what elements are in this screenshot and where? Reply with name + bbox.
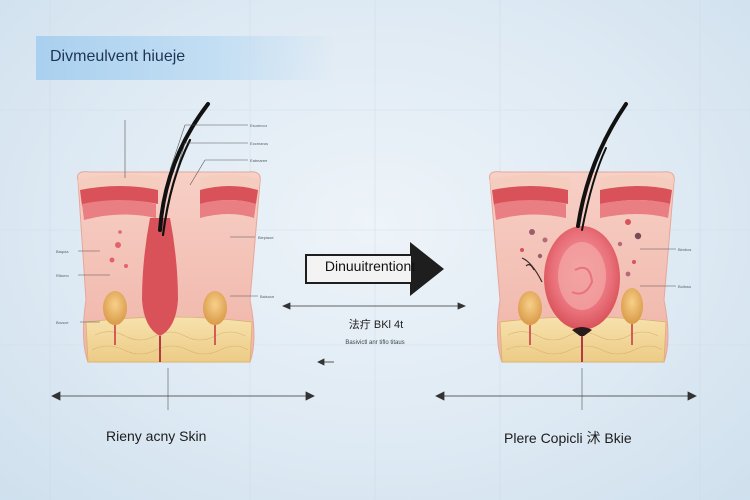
right-label-1: Bimbos [678, 247, 692, 252]
center-caption: 法疔 BKl 4t [348, 319, 404, 331]
arrow-label: Dinuuitrentiont [324, 258, 416, 274]
page-title: Divmeulvent hiueje [50, 48, 186, 65]
right-leader-lines [581, 248, 676, 410]
label-left-2: Ritumo [56, 273, 69, 278]
center-double-arrow [281, 302, 467, 366]
left-leader-lines [78, 120, 258, 410]
left-caption: Rieny acny Skin [106, 428, 207, 444]
label-right-1: Biepiaoe [258, 235, 274, 240]
center-small-caption: Basivictl anr tiflo titaus [345, 340, 405, 346]
label-top-2: Eocmarus [250, 141, 269, 146]
label-right-2: Balsoce [260, 294, 275, 299]
right-caption: Plere Copicli 沭 Bkie [504, 430, 632, 446]
label-left-1: Baquia [56, 249, 69, 254]
label-top-1: Esumrcor [250, 123, 268, 128]
bottom-dimension-arrows [51, 391, 697, 401]
label-top-3: Eatmaree [250, 158, 268, 163]
title-banner: Divmeulvent hiueje [36, 36, 336, 80]
right-skin-block [489, 102, 675, 363]
right-label-2: Bolloso [678, 284, 692, 289]
left-skin-block [77, 102, 261, 363]
transition-arrow [305, 242, 444, 296]
label-left-3: Brusce [56, 320, 69, 325]
